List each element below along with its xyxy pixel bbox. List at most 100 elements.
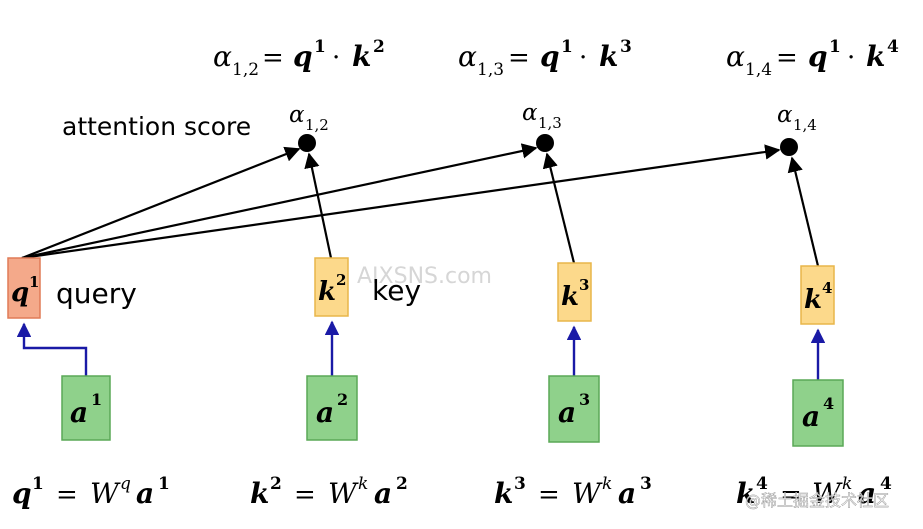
key-box-k2: k 2 [314,257,349,317]
q-symbol: q [293,40,313,73]
score-node-1 [298,134,316,152]
k-symbol: k [599,40,618,73]
input-box-a3: a 3 [548,375,600,443]
k-superscript: 3 [514,474,526,494]
key2-to-score-1-arrow [304,152,333,259]
dot-symbol: · [579,43,587,73]
dot-symbol: · [847,43,855,73]
k-symbol: k [352,40,371,73]
score-label-3: α 1,4 [777,102,817,134]
k-symbol: k [866,40,885,73]
alpha-symbol: α [777,102,793,128]
query-label: query [56,277,137,310]
a-symbol: a [858,477,876,510]
a-symbol: a [70,396,88,429]
a-symbol: a [316,396,334,429]
key-label: key [372,274,421,307]
k-superscript: 2 [373,37,385,57]
k-symbol: k [736,477,755,510]
query-box-q1: q 1 [7,257,41,319]
watermark-corner: @稀土掘金技术社区 [745,491,889,510]
dot-symbol: · [332,43,340,73]
w-symbol: W [812,477,843,510]
attention-score-label: attention score [62,112,251,141]
q-symbol: q [808,40,828,73]
w-symbol: W [572,477,603,510]
q-symbol: q [12,477,32,510]
equals-symbol: = [294,480,316,510]
a-superscript: 4 [823,394,834,413]
bottom-formula-3: k 3 = W k a 3 [494,474,652,510]
key-box-k3: k 3 [557,262,592,322]
query-to-score-3-arrow [21,144,781,260]
a-superscript: 1 [91,390,102,409]
k-symbol: k [494,477,513,510]
q-superscript: 1 [29,273,39,291]
svg-text:=: = [262,43,284,73]
input1-to-query-link [16,322,88,376]
query-to-score-1-arrow [21,146,301,260]
w-superscript: k [358,474,368,494]
equals-symbol: = [56,480,78,510]
w-superscript: k [602,474,612,494]
k-superscript: 4 [756,474,768,494]
equals-symbol: = [538,480,560,510]
k-superscript: 3 [620,37,632,57]
input-box-a2: a 2 [306,375,358,441]
top-formula-3: α 1,4 = q 1 · k 4 [726,37,899,80]
q-superscript: 1 [561,37,573,57]
score-label-1: α 1,2 [289,102,329,134]
a-symbol: a [802,400,820,433]
bottom-formula-2: k 2 = W k a 2 [250,474,408,510]
alpha-subscript: 1,4 [793,116,817,134]
k-symbol: k [318,277,336,307]
alpha-symbol: α [213,40,232,73]
key3-to-score-2-arrow [542,152,576,264]
w-symbol: W [90,477,121,510]
key4-to-score-3-arrow [787,156,820,267]
a-superscript: 2 [337,390,348,409]
alpha-subscript: 1,2 [232,60,259,80]
bottom-formula-4: k 4 = W k a 4 [736,474,892,510]
score-node-3 [780,138,798,156]
a-superscript: 2 [396,474,408,494]
top-formula-1: α 1,2 = q 1 · k 2 [213,37,385,80]
k-superscript: 4 [822,279,832,297]
alpha-subscript: 1,3 [538,114,562,132]
equals-symbol: = [780,480,802,510]
k-symbol: k [250,477,269,510]
k-symbol: k [561,282,579,312]
a-symbol: a [136,477,154,510]
a-superscript: 3 [579,390,590,409]
w-superscript: k [842,474,852,494]
q-superscript: 1 [32,474,44,494]
key-box-k4: k 4 [800,265,835,325]
a-superscript: 1 [158,474,170,494]
q-symbol: q [11,278,29,308]
watermark-center: AIXSNS.com [357,264,492,289]
score-label-2: α 1,3 [522,100,562,132]
bottom-formula-1: q 1 = W q a 1 [12,474,170,510]
input-box-a4: a 4 [792,379,844,447]
w-superscript: q [120,474,131,494]
svg-text:=: = [508,43,530,73]
alpha-subscript: 1,2 [305,116,329,134]
alpha-symbol: α [289,102,305,128]
top-formula-2: α 1,3 = q 1 · k 3 [458,37,632,80]
k-superscript: 2 [336,271,346,289]
input-box-a1: a 1 [61,375,111,441]
a-symbol: a [558,396,576,429]
a-symbol: a [374,477,392,510]
k-superscript: 4 [887,37,899,57]
alpha-subscript: 1,4 [745,60,772,80]
a-symbol: a [618,477,636,510]
k-superscript: 2 [270,474,282,494]
a-superscript: 3 [640,474,652,494]
svg-text:=: = [776,43,798,73]
k-superscript: 3 [579,276,589,294]
alpha-symbol: α [726,40,745,73]
q-superscript: 1 [314,37,326,57]
k-symbol: k [804,285,822,315]
